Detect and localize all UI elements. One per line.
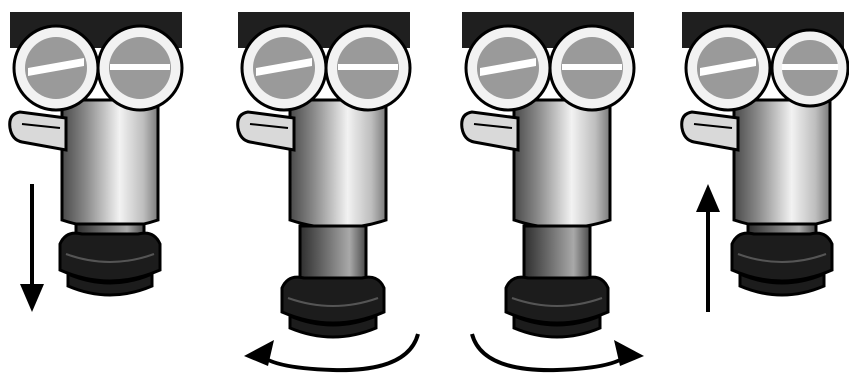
curved-arrow-left bbox=[258, 334, 418, 370]
left-knob bbox=[686, 26, 770, 110]
curved-arrow-right bbox=[472, 334, 630, 370]
left-knob bbox=[242, 26, 326, 110]
left-knob bbox=[466, 26, 550, 110]
locking-clip bbox=[238, 112, 294, 150]
outer-tube bbox=[290, 100, 386, 228]
right-knob bbox=[772, 30, 848, 106]
right-knob bbox=[550, 26, 634, 110]
step-3-panel bbox=[462, 12, 644, 370]
outer-tube bbox=[734, 100, 830, 228]
locking-clip bbox=[10, 112, 66, 150]
locking-clip bbox=[462, 112, 518, 150]
locking-clip bbox=[682, 112, 738, 150]
outer-tube bbox=[62, 100, 158, 228]
step-2-panel bbox=[238, 12, 418, 370]
left-knob bbox=[14, 26, 98, 110]
right-knob bbox=[326, 26, 410, 110]
right-knob bbox=[98, 26, 182, 110]
step-1-panel bbox=[10, 12, 182, 312]
step-4-panel bbox=[682, 12, 848, 312]
outer-tube bbox=[514, 100, 610, 228]
